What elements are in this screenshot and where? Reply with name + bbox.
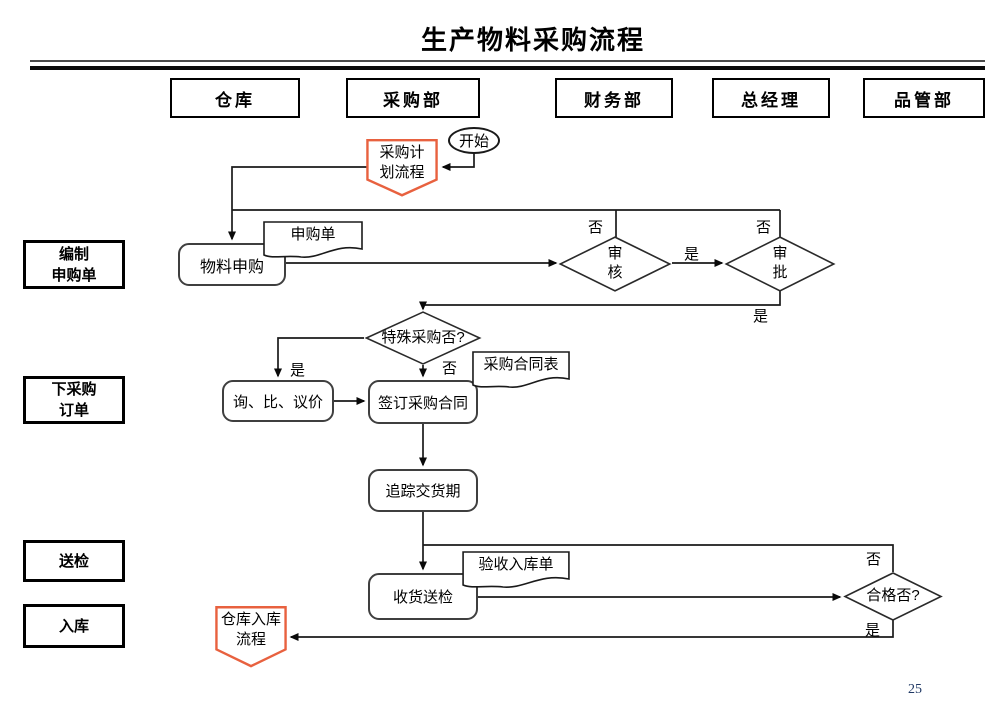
decision-review: 审 核 [558, 236, 672, 292]
lane-header-label: 财务部 [584, 90, 644, 110]
lane-header-quality: 品管部 [863, 78, 985, 118]
edge-label-special-no: 否 [442, 360, 458, 377]
decision-approval: 审 批 [724, 236, 836, 292]
offpage-warehouse-inbound-process: 仓库入库 流程 [215, 606, 287, 668]
decision-label: 合格否? [866, 587, 920, 605]
start-node: 开始 [448, 127, 500, 154]
lane-header-finance: 财务部 [555, 78, 673, 118]
decision-label: 审 批 [772, 245, 788, 281]
offpage-warehouse-inbound-label: 仓库入库 流程 [220, 611, 281, 649]
document-label: 申购单 [290, 226, 336, 243]
edge-label-approval-no: 否 [756, 219, 772, 236]
process-sign-contract: 签订采购合同 [368, 380, 478, 424]
lane-header-warehouse: 仓库 [170, 78, 300, 118]
decision-label: 审 核 [607, 245, 623, 281]
page-title: 生产物料采购流程 [420, 25, 645, 55]
start-label: 开始 [458, 133, 489, 150]
process-track-delivery: 追踪交货期 [368, 469, 478, 512]
page-number: 25 [908, 682, 922, 697]
offpage-purchase-plan-process: 采购计 划流程 [366, 139, 438, 197]
decision-qualified: 合格否? [843, 572, 943, 621]
document-requisition-form: 申购单 [263, 221, 363, 261]
edge-label-review-yes: 是 [684, 246, 700, 263]
process-label: 追踪交货期 [385, 483, 461, 500]
process-inquiry-compare-negotiate: 询、比、议价 [222, 380, 334, 422]
edge-label-approval-yes: 是 [753, 308, 769, 325]
edge-label-qualified-no: 否 [866, 551, 882, 568]
lane-header-general-manager: 总经理 [712, 78, 830, 118]
process-label: 签订采购合同 [377, 394, 468, 412]
document-label: 验收入库单 [478, 556, 554, 573]
lane-header-label: 采购部 [383, 90, 443, 110]
phase-label-place-order: 下采购 订单 [23, 376, 125, 424]
decision-label: 特殊采购否? [381, 328, 465, 346]
process-label: 询、比、议价 [232, 393, 323, 411]
process-receive-inspect: 收货送检 [368, 573, 478, 620]
decision-special-purchase: 特殊采购否? [364, 311, 482, 365]
lane-header-label: 总经理 [741, 90, 801, 110]
edge-label-review-no: 否 [588, 219, 604, 236]
lane-header-purchasing: 采购部 [346, 78, 480, 118]
edge-label-qualified-yes: 是 [865, 622, 881, 639]
edge-label-special-yes: 是 [290, 362, 306, 379]
phase-label-send-inspection: 送检 [23, 540, 125, 582]
document-contract-form: 采购合同表 [472, 351, 570, 391]
title-divider [30, 60, 985, 70]
phase-label-prepare-requisition: 编制 申购单 [23, 240, 125, 289]
phase-label-warehousing: 入库 [23, 604, 125, 648]
lane-header-label: 品管部 [894, 90, 954, 110]
document-label: 采购合同表 [483, 356, 559, 373]
document-acceptance-form: 验收入库单 [462, 551, 570, 591]
lane-header-label: 仓库 [215, 90, 255, 110]
process-label: 物料申购 [199, 258, 264, 276]
process-label: 收货送检 [392, 589, 453, 606]
offpage-purchase-plan-label: 采购计 划流程 [379, 144, 425, 182]
